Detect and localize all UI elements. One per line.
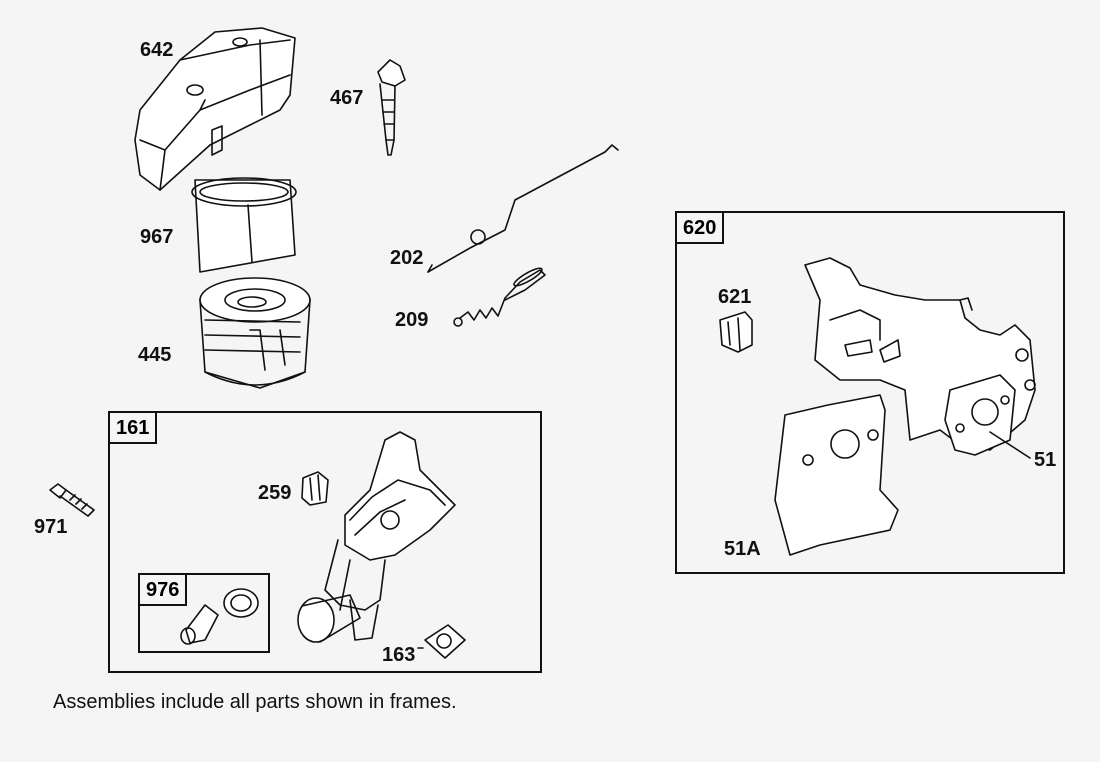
label-51: 51 <box>1034 449 1057 471</box>
label-51a: 51A <box>724 538 761 560</box>
label-621: 621 <box>718 286 752 308</box>
fitting-parts <box>180 588 259 645</box>
assembly-frame-620: 620 <box>675 211 1065 574</box>
label-467: 467 <box>330 87 364 109</box>
assemblies-note: Assemblies include all parts shown in fr… <box>53 691 457 713</box>
air-cleaner-cover-part <box>134 27 296 191</box>
clip-part <box>301 471 329 506</box>
label-259: 259 <box>258 482 292 504</box>
air-filter-part <box>199 277 311 389</box>
label-445: 445 <box>138 344 172 366</box>
assembly-tag-161: 161 <box>110 413 158 444</box>
label-202: 202 <box>390 247 424 269</box>
gasket-part <box>424 624 466 659</box>
governor-link-part <box>427 144 619 273</box>
label-967: 967 <box>140 226 174 248</box>
label-209: 209 <box>395 309 429 331</box>
air-cleaner-base-part <box>297 431 456 643</box>
assembly-tag-620: 620 <box>677 213 725 244</box>
pre-cleaner-part <box>191 177 297 273</box>
gasket-51-part <box>944 374 1016 456</box>
dipstick-part <box>377 59 406 156</box>
assembly-frame-161: 161 <box>108 411 542 673</box>
assembly-tag-976: 976 <box>140 575 188 606</box>
label-642: 642 <box>140 39 174 61</box>
screw-part <box>49 483 95 517</box>
bracket-clip-part <box>719 311 753 353</box>
mounting-plate-part <box>774 394 899 556</box>
label-163: 163 <box>382 644 416 666</box>
assembly-frame-976: 976 <box>138 573 270 653</box>
governor-spring-part <box>453 267 546 327</box>
leader-line-51 <box>989 431 1031 459</box>
label-971: 971 <box>34 516 68 538</box>
